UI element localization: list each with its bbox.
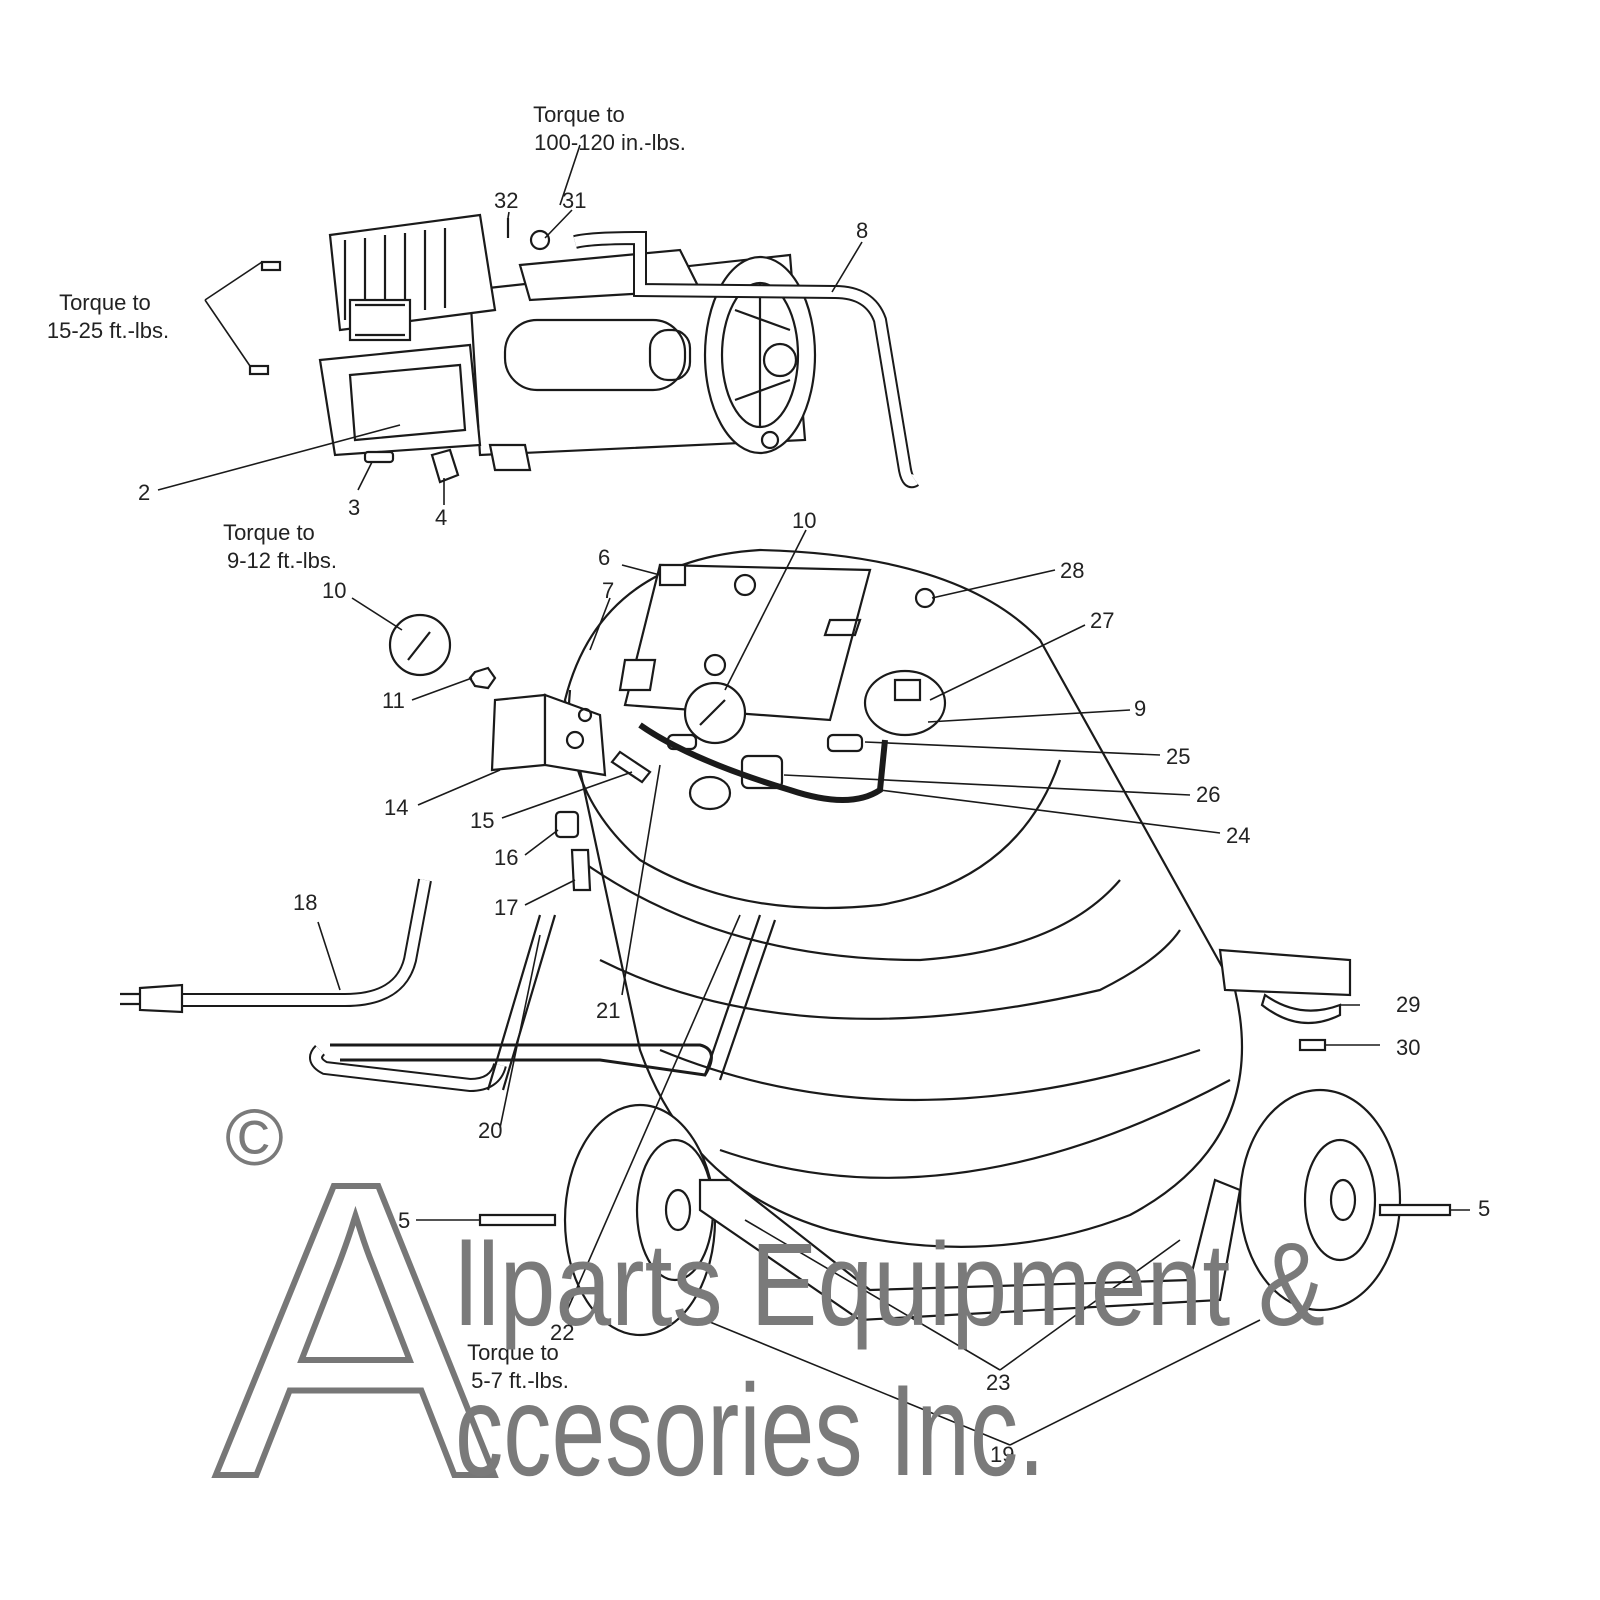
nut-11 bbox=[468, 666, 497, 690]
callout-32: 32 bbox=[494, 188, 518, 213]
callout-30: 30 bbox=[1396, 1035, 1420, 1060]
callout-20: 20 bbox=[478, 1118, 502, 1143]
fitting-17 bbox=[570, 848, 592, 892]
callout-10-panel: 10 bbox=[792, 508, 816, 533]
callout-11: 11 bbox=[382, 688, 405, 713]
callout-24: 24 bbox=[1226, 823, 1250, 848]
regulator bbox=[863, 669, 947, 737]
torque-note-31: Torque to 100-120 in.-lbs. bbox=[533, 102, 686, 155]
callout-17: 17 bbox=[494, 895, 518, 920]
callout-9: 9 bbox=[1134, 696, 1146, 721]
callout-25: 25 bbox=[1166, 744, 1190, 769]
callout-7: 7 bbox=[602, 578, 614, 603]
callout-6: 6 bbox=[598, 545, 610, 570]
watermark-initial: A bbox=[215, 1096, 497, 1565]
pump-motor-assembly bbox=[318, 213, 817, 484]
callout-8: 8 bbox=[856, 218, 868, 243]
callout-3: 3 bbox=[348, 495, 360, 520]
callout-14: 14 bbox=[384, 795, 408, 820]
leader-lines bbox=[157, 144, 1470, 1446]
fitting-16 bbox=[554, 810, 580, 839]
callout-10-loose: 10 bbox=[322, 578, 346, 603]
callout-19: 19 bbox=[990, 1442, 1014, 1467]
callout-26: 26 bbox=[1196, 782, 1220, 807]
callout-15: 15 bbox=[470, 808, 494, 833]
torque-note-head-bolts: Torque to 15-25 ft.-lbs. bbox=[47, 290, 169, 343]
watermark-copyright: © bbox=[225, 1093, 284, 1182]
fitting-15 bbox=[610, 750, 652, 784]
watermark-line1: llparts Equipment & bbox=[455, 1219, 1325, 1351]
callout-31: 31 bbox=[562, 188, 586, 213]
callout-28: 28 bbox=[1060, 558, 1084, 583]
wheel-right bbox=[1238, 1088, 1402, 1312]
callout-23: 23 bbox=[986, 1370, 1010, 1395]
handle-tube-inner bbox=[573, 232, 918, 487]
callout-27: 27 bbox=[1090, 608, 1114, 633]
callout-4: 4 bbox=[435, 505, 447, 530]
torque-note-axle-nut: Torque to 5-7 ft.-lbs. bbox=[467, 1340, 569, 1393]
torque-note-motor-bolt: Torque to 9-12 ft.-lbs. bbox=[223, 520, 337, 573]
watermark-line2: ccesories Inc. bbox=[455, 1357, 1045, 1503]
callouts: 2 3 4 5 5 6 7 8 9 10 10 11 14 15 16 17 1… bbox=[138, 188, 1490, 1467]
head-bolts bbox=[248, 260, 282, 376]
callout-21: 21 bbox=[596, 998, 620, 1023]
callout-18: 18 bbox=[293, 890, 317, 915]
callout-29: 29 bbox=[1396, 992, 1420, 1017]
watermark: © A llparts Equipment & ccesories Inc. bbox=[212, 1093, 1325, 1568]
control-bracket bbox=[618, 563, 872, 722]
axle-bracket bbox=[698, 1178, 1242, 1322]
callout-5-left: 5 bbox=[398, 1208, 410, 1233]
safety-valve bbox=[914, 587, 936, 609]
tank-pressure-gauge bbox=[683, 681, 747, 745]
pressure-switch bbox=[490, 693, 607, 777]
callout-22: 22 bbox=[550, 1320, 574, 1345]
callout-16: 16 bbox=[494, 845, 518, 870]
callout-2: 2 bbox=[138, 480, 150, 505]
callout-5-right: 5 bbox=[1478, 1196, 1490, 1221]
power-cord bbox=[120, 878, 432, 1014]
